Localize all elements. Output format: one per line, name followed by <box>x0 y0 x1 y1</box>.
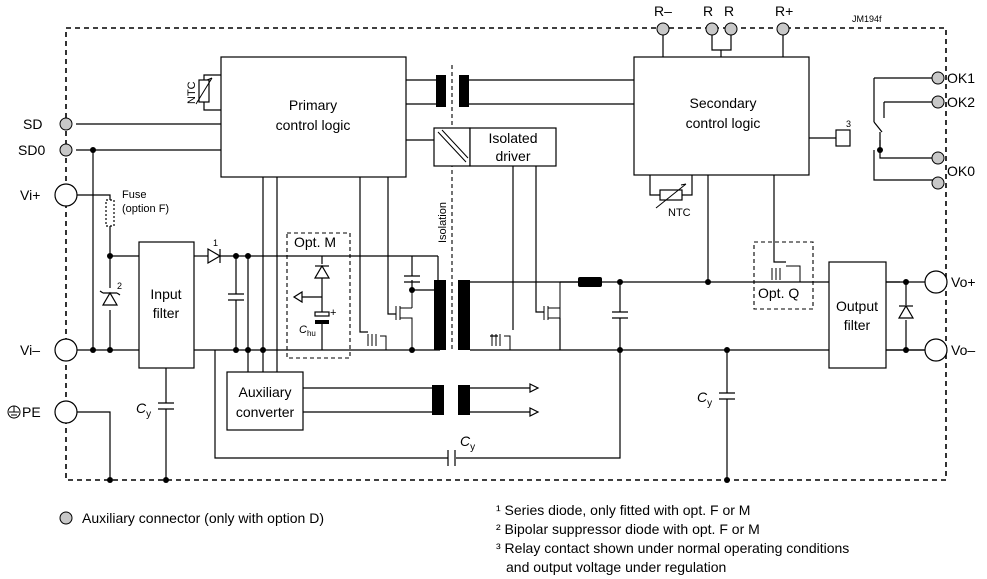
left-terminals: SD SD0 Vi+ Vi– PE <box>7 116 78 424</box>
relay-coil <box>835 129 851 147</box>
opt-q-label: Opt. Q <box>758 285 799 301</box>
label-sd0: SD0 <box>18 142 45 158</box>
output-filter-label-2: filter <box>844 317 871 333</box>
ntc-secondary-label: NTC <box>668 207 691 219</box>
terminal-ok0-a[interactable] <box>931 151 945 165</box>
cy-left-label: Cy <box>136 400 151 420</box>
note-3: ³ Relay contact shown under normal opera… <box>496 540 849 556</box>
terminal-ok1[interactable] <box>931 71 945 85</box>
terminal-ok0-b[interactable] <box>931 176 945 190</box>
suppressor-note-num: 2 <box>117 281 122 291</box>
terminal-sd0[interactable] <box>59 143 73 157</box>
aux-converter-label-2: converter <box>236 404 295 420</box>
opt-q-region <box>753 241 814 310</box>
terminal-r-2[interactable] <box>724 22 738 36</box>
cy-output-label: Cy <box>697 389 712 409</box>
label-vo-plus: Vo+ <box>951 274 976 290</box>
terminal-ok2[interactable] <box>931 95 945 109</box>
isolation-label: Isolation <box>437 202 449 243</box>
terminal-r-1[interactable] <box>705 22 719 36</box>
input-filter <box>138 241 195 369</box>
main-transformer-primary <box>434 280 446 350</box>
label-pe: PE <box>22 404 41 420</box>
aux-connector-legend: Auxiliary connector (only with option D) <box>82 510 324 526</box>
cy-barrier-label: Cy <box>460 433 475 453</box>
right-terminals: OK1 OK2 OK0 <box>931 70 975 190</box>
terminal-sd[interactable] <box>59 117 73 131</box>
label-vo-minus: Vo– <box>951 342 975 358</box>
note-2: ² Bipolar suppressor diode with opt. F o… <box>496 521 760 537</box>
primary-control-logic <box>220 56 407 178</box>
note-1: ¹ Series diode, only fitted with opt. F … <box>496 502 750 518</box>
main-transformer-secondary <box>458 280 470 350</box>
terminal-r-minus[interactable] <box>656 22 670 36</box>
opt-m-plus: + <box>330 307 336 319</box>
label-vi-plus: Vi+ <box>20 187 40 203</box>
output-filter <box>828 261 887 369</box>
label-r-1: R <box>703 3 713 19</box>
label-r-2: R <box>724 3 734 19</box>
terminal-vo-plus[interactable] <box>924 270 948 294</box>
label-vi-minus: Vi– <box>20 342 40 358</box>
series-diode-note-num: 1 <box>213 238 218 248</box>
secondary-control-logic <box>633 56 810 176</box>
note-4: and output voltage under regulation <box>506 559 726 575</box>
ntc-primary-label: NTC <box>186 81 198 104</box>
relay-note-num: 3 <box>846 119 851 129</box>
ground-icon <box>7 405 21 419</box>
isolated-driver-label-2: driver <box>495 148 530 164</box>
aux-converter-label-1: Auxiliary <box>239 384 292 400</box>
output-filter-label-1: Output <box>836 298 878 314</box>
aux-connector-legend-icon <box>59 511 73 525</box>
terminal-vi-plus[interactable] <box>54 183 78 207</box>
terminal-vi-minus[interactable] <box>54 338 78 362</box>
primary-label-1: Primary <box>289 97 337 113</box>
isolated-driver <box>469 127 557 167</box>
terminal-pe[interactable] <box>54 400 78 424</box>
isolated-driver-label-1: Isolated <box>488 130 537 146</box>
fuse-label-1: Fuse <box>122 189 146 201</box>
label-ok2: OK2 <box>947 94 975 110</box>
label-ok0: OK0 <box>947 163 975 179</box>
input-filter-label-1: Input <box>150 286 181 302</box>
label-ok1: OK1 <box>947 70 975 86</box>
terminal-r-plus[interactable] <box>776 22 790 36</box>
top-terminals: R– R R R+ <box>654 3 793 57</box>
c-hu-label: Chu <box>299 324 316 338</box>
opt-m-region <box>286 232 351 359</box>
secondary-label-1: Secondary <box>690 95 757 111</box>
opt-m-label: Opt. M <box>294 234 336 250</box>
fuse-label-2: (option F) <box>122 203 169 215</box>
label-r-minus: R– <box>654 3 672 19</box>
output-inductor <box>578 277 602 287</box>
label-sd: SD <box>23 116 42 132</box>
figure-id: JM194f <box>852 14 882 24</box>
terminal-vo-minus[interactable] <box>924 338 948 362</box>
primary-label-2: control logic <box>276 117 351 133</box>
fuse <box>105 199 115 227</box>
auxiliary-converter <box>226 371 304 431</box>
input-filter-label-2: filter <box>153 305 180 321</box>
label-r-plus: R+ <box>775 3 793 19</box>
secondary-label-2: control logic <box>686 115 761 131</box>
